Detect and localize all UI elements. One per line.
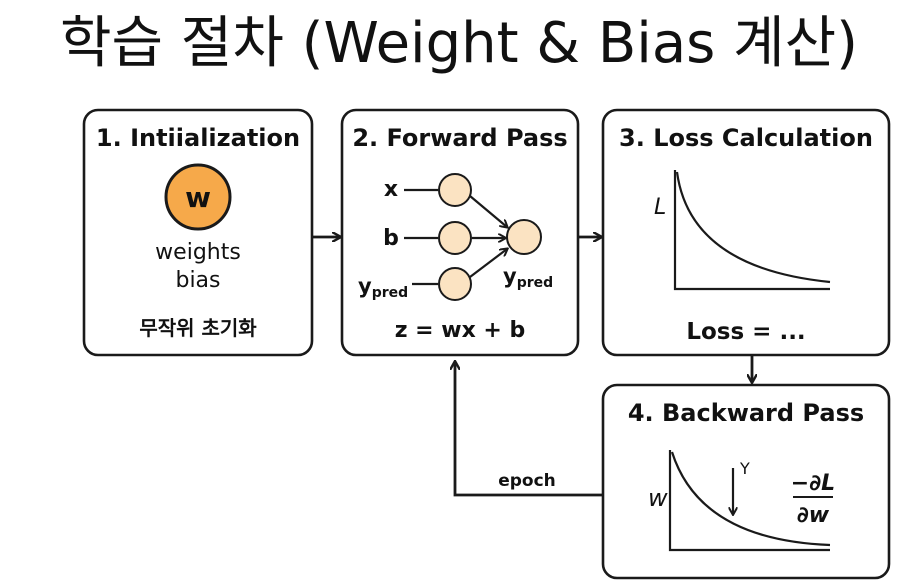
step-1-line-weights: weights [155,240,241,265]
connection-x-output [469,195,507,227]
step-forward-pass: 2. Forward Pass x b ypred ypred z = wx +… [340,108,580,357]
input-ypred-base: y [358,274,372,298]
step-4-heading: 4. Backward Pass [628,399,864,427]
weight-node-icon [164,163,232,231]
epoch-loop-arrow [455,362,603,497]
step-1-note: 무작위 초기화 [139,316,257,340]
loss-axis-label: L [654,195,666,220]
output-node [506,219,542,255]
step-4-box [601,383,891,580]
step-initialization: 1. Intiialization w weights bias 무작위 초기화 [82,108,314,357]
loss-curve [675,171,831,284]
backward-chart-axes [668,450,830,552]
step-1-line-bias: bias [175,268,220,293]
output-ypred-sub: pred [517,275,553,291]
step-1-heading: 1. Intiialization [96,124,300,152]
input-ypred-sub: pred [372,285,408,301]
weight-node-label: w [185,181,211,214]
gradient-numerator: −∂L [791,471,835,496]
input-node-ypred [438,267,472,301]
input-node-x [438,173,472,207]
input-x-label: x [384,177,398,202]
backward-marker: Y [739,459,750,478]
loss-formula: Loss = ... [686,319,805,345]
connection-ypred-output [469,249,507,278]
input-ypred-label: ypred [358,274,408,301]
loss-chart-axes [673,170,830,291]
output-ypred-label: ypred [503,264,553,291]
input-b-label: b [383,226,399,251]
page-title: 학습 절차 (Weight & Bias 계산) [59,11,859,76]
step-loss-calculation: 3. Loss Calculation L Loss = ... [601,108,891,357]
backward-curve [670,451,831,547]
input-node-b [438,221,472,255]
step-backward-pass: 4. Backward Pass w Y −∂L ∂w [601,383,891,580]
forward-formula: z = wx + b [395,318,526,343]
gradient-denominator: ∂w [797,503,830,528]
epoch-label: epoch [498,471,556,491]
backward-axis-label: w [648,484,668,512]
step-2-heading: 2. Forward Pass [352,124,567,152]
output-ypred-base: y [503,264,517,288]
step-1-box [82,108,314,357]
step-3-heading: 3. Loss Calculation [619,124,873,152]
